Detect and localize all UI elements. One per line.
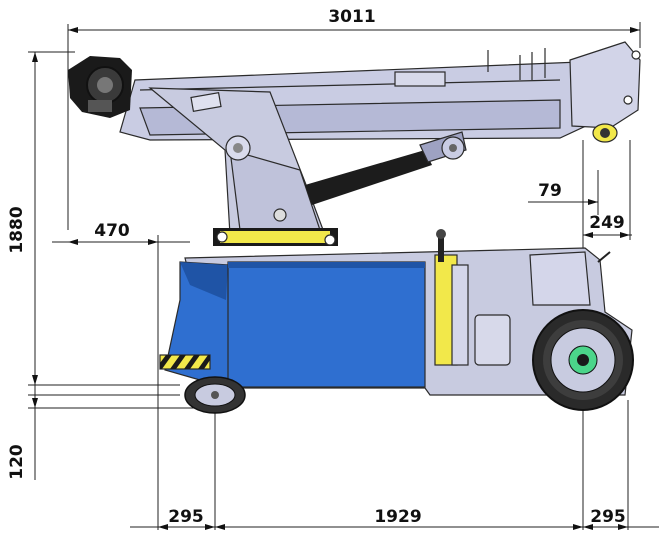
slew-ring [213, 228, 338, 246]
boom-head-plate [569, 41, 641, 129]
chassis [159, 229, 633, 396]
dim-overall-height: 1880 [7, 206, 27, 253]
dim-front-wheel-offset: 295 [168, 507, 204, 527]
slewing-column [148, 87, 326, 236]
front-wheel [184, 376, 246, 414]
dim-rear-wheel-offset: 295 [590, 507, 626, 527]
dim-rear-head: 249 [589, 213, 625, 233]
dim-rear-offset: 79 [538, 181, 562, 201]
dim-front-overhang: 470 [94, 221, 130, 241]
dimension-labels: 3011 1880 470 79 249 120 295 1929 295 [7, 7, 626, 527]
dim-wheelbase: 1929 [374, 507, 421, 527]
rear-wheel [532, 309, 634, 411]
battery-panel [227, 261, 426, 388]
winch-assembly [68, 56, 132, 118]
hydraulic-cylinder [305, 131, 467, 205]
dim-overall-length: 3011 [328, 7, 375, 27]
dim-ground-clearance: 120 [7, 444, 27, 480]
